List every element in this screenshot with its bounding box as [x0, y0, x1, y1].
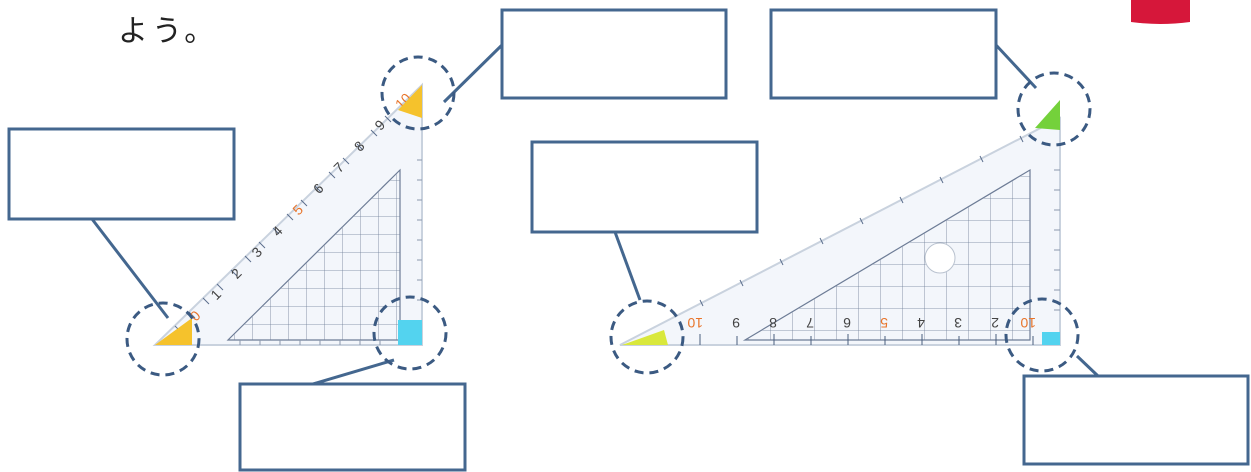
right-edge-ticks: [1054, 169, 1060, 311]
answer-box-top-center[interactable]: [500, 8, 728, 100]
left-edge-ticks: [239, 159, 422, 345]
highlight-circles: [125, 55, 1092, 377]
answer-box-bottom-left[interactable]: [238, 382, 467, 472]
right-ruler-label: 10: [687, 315, 703, 331]
right-corner-lime: [622, 330, 668, 345]
right-ruler-label: 6: [843, 315, 851, 331]
answer-box-top-right[interactable]: [769, 8, 998, 100]
connector-middle: [613, 231, 642, 301]
circle-right-bottom-right: [1004, 297, 1080, 373]
circle-left-top: [380, 55, 456, 131]
connector-bottom-right: [1075, 354, 1100, 378]
right-base-ticks: [699, 334, 1034, 345]
right-ruler-label: 2: [991, 315, 999, 331]
answer-box-bottom-right[interactable]: [1022, 374, 1250, 466]
circle-left-bottom-left: [125, 301, 201, 377]
right-base-labels: 10 9 8 7 6 5 4 3 2 10: [687, 315, 1036, 331]
right-ruler-label: 10: [1020, 315, 1036, 331]
connector-left: [90, 218, 170, 319]
right-corner-green: [1035, 100, 1060, 130]
circle-right-top: [1016, 71, 1092, 147]
right-ruler-label: 5: [880, 315, 888, 331]
connector-bottom-left: [312, 358, 395, 386]
answer-box-middle[interactable]: [530, 140, 759, 234]
right-ruler-label: 7: [806, 315, 814, 331]
right-ruler-label: 8: [769, 315, 777, 331]
right-corner-cyan: [1042, 332, 1060, 345]
left-corner-yellow-bottom: [155, 318, 192, 345]
right-ruler-label: 9: [732, 315, 740, 331]
right-ruler-label: 3: [954, 315, 962, 331]
right-ruler-label: 4: [917, 315, 925, 331]
right-hypotenuse-ticks: [699, 135, 1024, 307]
badge-red-shape: [1131, 0, 1190, 24]
circle-left-bottom-right: [372, 295, 448, 371]
answer-box-left[interactable]: [7, 127, 236, 221]
left-corner-yellow-top: [398, 85, 422, 118]
center-hole: [924, 242, 956, 274]
answer-boxes: [7, 8, 1250, 472]
circle-right-bottom-left: [609, 299, 685, 375]
instruction-text-fragment: よう。: [118, 14, 219, 49]
left-corner-cyan: [398, 320, 422, 345]
